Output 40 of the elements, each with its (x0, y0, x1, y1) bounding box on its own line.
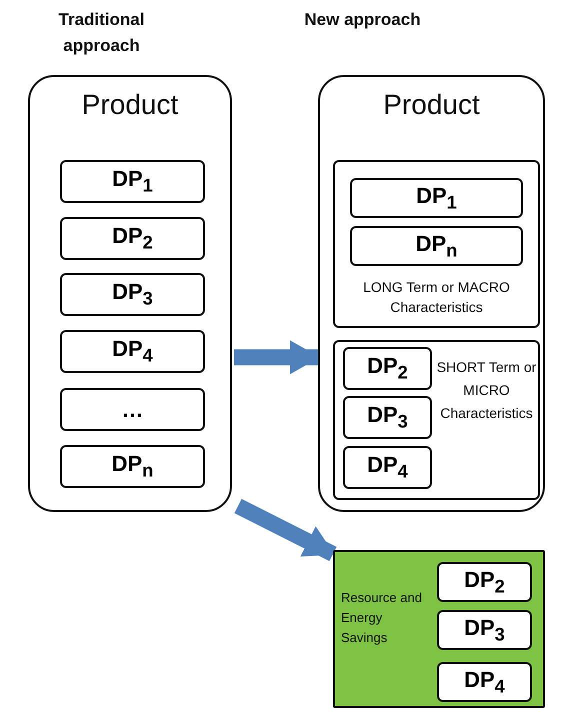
design-parameter-box (60, 273, 205, 316)
design-parameter-box (350, 178, 523, 218)
parameter-label: DP$_{n}$ (112, 451, 154, 482)
group-label: SHORT Term or MICRO Characteristics (436, 358, 538, 424)
parameter-label: DP$_{4}$ (367, 452, 408, 483)
parameter-label: DP$_{4}$ (112, 336, 153, 367)
approach-heading: Traditional approach (58, 9, 146, 56)
parameter-label: DP$_{3}$ (112, 279, 153, 310)
parameter-label: DP$_{1}$ (112, 166, 153, 197)
block-arrow (234, 340, 320, 374)
design-parameter-box (343, 396, 432, 439)
design-parameter-box (60, 445, 205, 488)
parameter-label: DP$_{2}$ (112, 223, 153, 254)
characteristics-group (333, 160, 540, 328)
block-arrow (234, 498, 337, 562)
design-parameter-box (60, 160, 205, 203)
group-label: Resource and Energy Savings (341, 589, 423, 648)
parameter-label: DP$_{1}$ (416, 182, 457, 214)
panel-title: Product (382, 89, 481, 121)
design-parameter-box (350, 226, 523, 266)
design-parameter-box (437, 610, 532, 650)
savings-box (333, 550, 545, 708)
approach-heading: New approach (303, 9, 422, 31)
design-parameter-box (343, 446, 432, 489)
design-parameter-box (60, 388, 205, 431)
parameter-label: DP$_{4}$ (464, 666, 505, 698)
group-label: LONG Term or MACRO Characteristics (362, 278, 511, 317)
parameter-label: … (122, 396, 144, 422)
parameter-label: DP$_{2}$ (464, 566, 505, 598)
design-parameter-box (60, 330, 205, 373)
parameter-label: DP$_{n}$ (416, 230, 458, 262)
design-parameter-box (60, 217, 205, 260)
parameter-label: DP$_{2}$ (367, 353, 408, 384)
design-parameter-box (343, 347, 432, 390)
design-parameter-box (437, 562, 532, 602)
parameter-label: DP$_{3}$ (464, 614, 505, 646)
design-parameter-box (437, 662, 532, 702)
panel-title: Product (80, 89, 180, 121)
characteristics-group (333, 340, 540, 500)
parameter-label: DP$_{3}$ (367, 402, 408, 433)
